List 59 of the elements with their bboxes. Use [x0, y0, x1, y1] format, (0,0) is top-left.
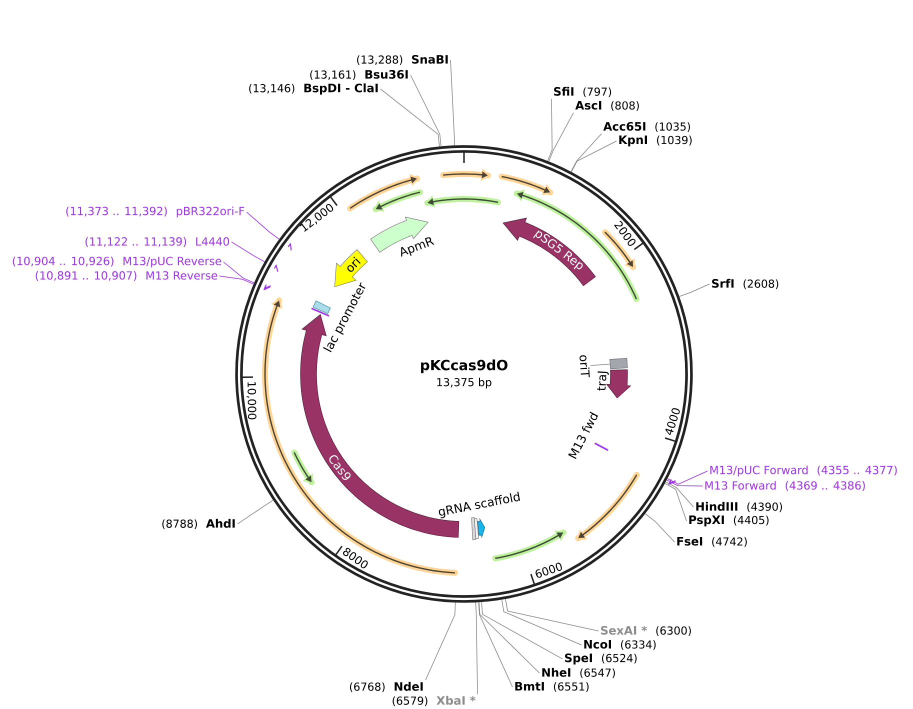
- leader-line: [231, 242, 265, 262]
- site-label: SexAI * (6300): [601, 626, 691, 636]
- leader-line: [380, 88, 440, 147]
- leader-line: [570, 133, 602, 172]
- feature-label: M13 fwd: [568, 412, 598, 460]
- site-label: (13,161) Bsu36I: [310, 70, 408, 80]
- tick-label: 6000: [536, 562, 562, 578]
- site-label: HindIII (4390): [696, 502, 782, 512]
- site-label: (13,288) SnaBI: [357, 54, 448, 65]
- leader-line: [665, 482, 694, 508]
- site-label: BmtI (6551): [515, 682, 589, 692]
- leader-line: [505, 598, 599, 632]
- leader-line: [666, 480, 703, 486]
- feature-label: traJ: [597, 371, 609, 391]
- site-label: SrfI (2608): [712, 278, 778, 290]
- leader-line: [481, 602, 563, 660]
- site-label: Acc65I (1035): [603, 122, 690, 132]
- leader-line: [548, 112, 574, 162]
- primer-label: M13/pUC Forward (4355 .. 4377): [710, 466, 897, 476]
- site-label: SpeI (6524): [565, 653, 637, 664]
- primer-label: (10,891 .. 10,907) M13 Reverse: [36, 271, 218, 281]
- leader-line: [219, 276, 254, 284]
- feature-label: ApmR: [401, 237, 434, 257]
- site-label: (13,146) BspDI - ClaI: [249, 83, 378, 95]
- leader-line: [547, 98, 553, 162]
- primer-label: (11,122 .. 11,139) L4440: [85, 237, 230, 247]
- leader-line: [425, 602, 456, 681]
- leader-line: [410, 74, 442, 147]
- leader-line: [644, 513, 675, 542]
- leader-line: [478, 602, 513, 688]
- leader-line: [664, 483, 687, 522]
- leader-line: [450, 60, 456, 146]
- primer-label: M13 Forward (4369 .. 4386): [705, 481, 865, 491]
- site-label: AscI (808): [575, 101, 639, 111]
- site-label: NcoI (6334): [584, 640, 656, 650]
- primer-label: (10,904 .. 10,926) M13/pUC Reverse: [12, 256, 222, 268]
- site-label: (6579) XbaI *: [392, 696, 476, 706]
- feature-label: oriT: [580, 355, 590, 378]
- feature-block: [610, 358, 628, 370]
- site-label: (6768) NdeI: [350, 682, 423, 692]
- leader-line: [223, 262, 255, 284]
- tick-label: 4000: [665, 408, 680, 436]
- leader-line: [590, 364, 611, 366]
- site-label: FseI (4742): [677, 537, 747, 547]
- leader-line: [478, 602, 540, 674]
- site-label: PspXI (4405): [689, 516, 769, 526]
- leader-line: [246, 212, 280, 240]
- leader-line: [475, 602, 478, 695]
- leader-line: [501, 599, 582, 646]
- leader-line: [237, 500, 274, 524]
- site-label: SfiI (797): [554, 86, 612, 98]
- leader-line: [667, 470, 708, 485]
- primer-label: (11,373 .. 11,392) pBR322ori-F: [66, 206, 244, 218]
- tick-label: 10,000: [246, 382, 256, 420]
- site-label: NheI (6547): [542, 668, 615, 678]
- site-label: KpnI (1039): [619, 136, 692, 146]
- leader-line: [570, 140, 617, 172]
- leader-line: [678, 284, 710, 297]
- site-label: (8788) AhdI: [162, 518, 235, 530]
